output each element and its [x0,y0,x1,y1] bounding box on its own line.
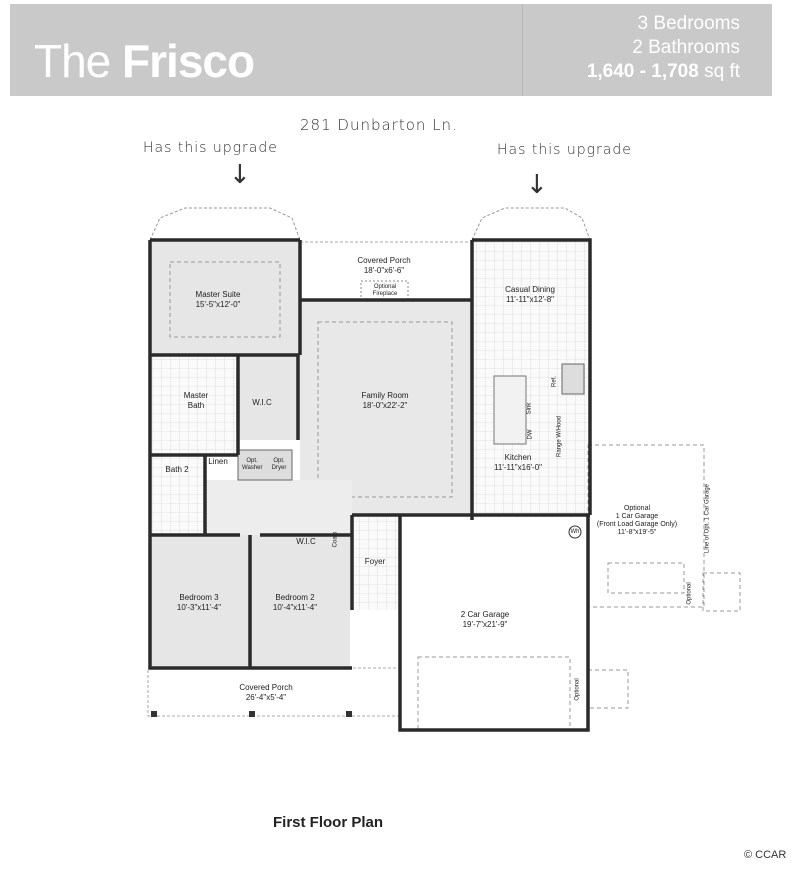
handwritten-address: 281 Dunbarton Ln. [300,116,458,134]
dryer-label: Opt. Dryer [271,458,287,471]
porch-post [346,711,352,717]
porch-post [249,711,255,717]
sink-label: Sink [526,402,533,415]
master-bath-room [150,355,238,455]
wic-hall-label: W.I.C [296,537,316,546]
linen-label: Linen [208,457,228,466]
coats-label: Coats [332,531,339,548]
bedroom2-room [250,535,350,668]
bedroom3-room [150,535,250,668]
optional-door-label: Optional [574,678,581,701]
washer-label: Opt. Washer [242,458,263,471]
optional-door-label: Optional [686,582,693,605]
family-room-tray [317,321,453,498]
fireplace-label: Optional Fireplace [372,284,398,297]
dw-label: DW [527,429,534,440]
front-porch [147,667,401,717]
handwritten-note-left: Has this upgrade [143,140,278,156]
title-prefix: The [34,35,111,87]
bay-window-right [471,207,591,241]
optional-door-box [587,669,629,709]
master-suite-tray [169,261,281,338]
sqft-range: 1,640 - 1,708 [586,61,699,82]
water-heater [568,525,582,539]
porch-post [151,711,157,717]
plan-title: The Frisco [34,35,255,87]
banner-divider [522,4,523,96]
optional-garage-outline [587,444,705,608]
hall [205,480,352,535]
bathrooms-count: 2 Bathrooms [632,37,740,58]
garage-room [400,515,588,730]
optional-garage-door [607,562,685,594]
bath2-room [150,455,205,535]
wic-master-label: W.I.C [252,398,272,407]
square-footage: 1,640 - 1,708 sq ft [587,60,740,84]
refrigerator [561,363,585,395]
laundry [237,449,293,481]
master-bath-label: Master Bath [183,391,209,410]
plan-caption: First Floor Plan [273,814,384,831]
bath2-label: Bath 2 [165,465,189,474]
walls [148,238,592,732]
title-name: Frisco [122,35,255,87]
plan-stats: 3 Bedrooms 2 Bathrooms 1,640 - 1,708 sq … [587,12,740,84]
family-room [300,300,472,515]
foyer-room [352,515,400,610]
foyer-label: Foyer [364,557,386,566]
water-heater-label: Wh [570,529,580,535]
master-suite-room [150,240,300,355]
bedrooms-count: 3 Bedrooms [637,13,740,34]
wic-room [238,355,298,440]
line-of-garage-label: Line of Opt. 1 Car Garage [704,483,711,554]
kitchen-island [493,375,527,445]
arrow-down-icon: ↓ [526,170,548,200]
ref-label: Ref. [551,375,558,388]
sqft-unit: sq ft [704,61,740,82]
arrow-down-icon: ↓ [229,160,251,190]
handwritten-note-right: Has this upgrade [497,142,632,158]
ccar-watermark: © CCAR [744,849,787,861]
range-label: Range W/Hood [556,415,563,458]
optional-door-box [702,572,741,612]
bay-window-left [149,207,301,241]
header-banner: The Frisco 3 Bedrooms 2 Bathrooms 1,640 … [10,4,772,96]
